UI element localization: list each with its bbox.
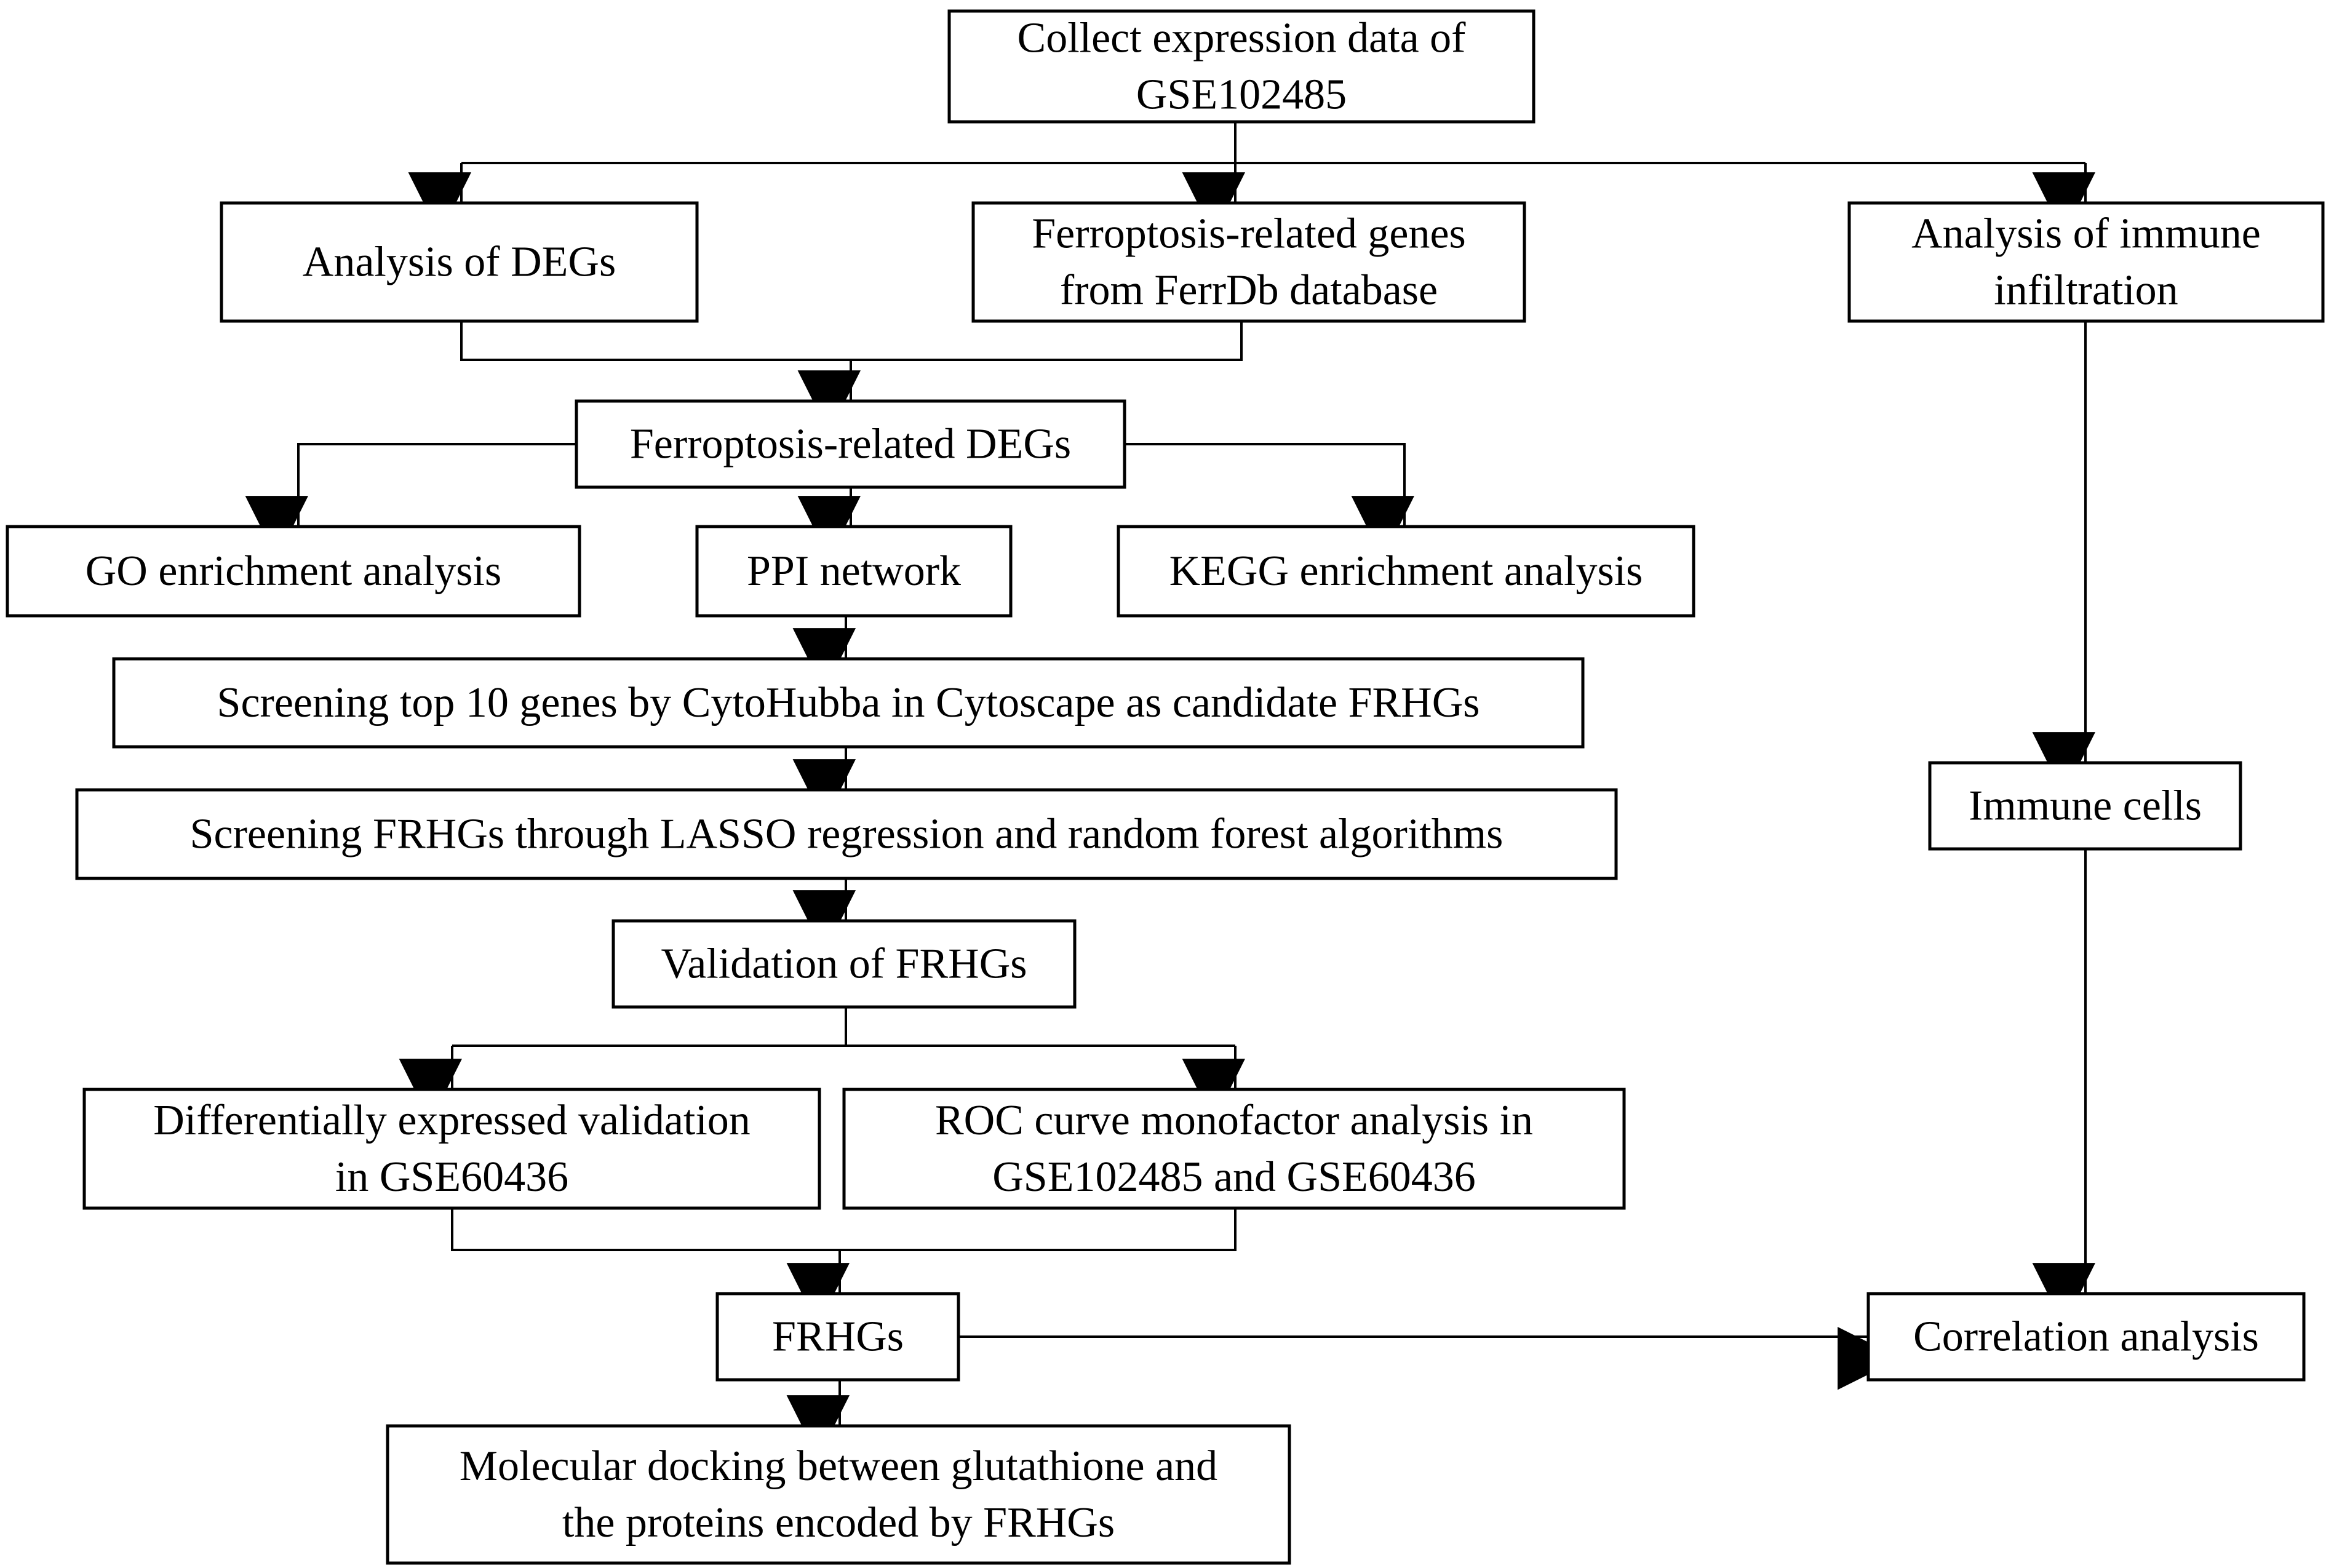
node-box: [6, 525, 581, 618]
node-docking: Molecular docking between glutathione an…: [386, 1424, 1291, 1565]
node-label: Analysis of DEGs: [303, 239, 616, 286]
nodes: Collect expression data of GSE102485Analy…: [6, 9, 2325, 1565]
node-box: [220, 201, 699, 323]
node-label: Molecular docking between glutathione an…: [460, 1443, 1217, 1490]
node-label: Validation of FRHGs: [661, 941, 1027, 988]
node-label: in GSE60436: [335, 1153, 568, 1201]
node-box: [611, 919, 1077, 1009]
node-box: [842, 1088, 1626, 1210]
node-box: [1117, 525, 1695, 618]
node-label: Ferroptosis-related genes: [1032, 210, 1466, 258]
node-label: Screening FRHGs through LASSO regression…: [190, 811, 1504, 858]
node-box: [82, 1088, 821, 1210]
node-label: Immune cells: [1969, 782, 2202, 830]
node-label: Correlation analysis: [1913, 1313, 2259, 1361]
node-label: Ferroptosis-related DEGs: [630, 421, 1071, 468]
node-ppi: PPI network: [695, 525, 1013, 618]
node-box: [386, 1424, 1291, 1565]
node-label: Collect expression data of: [1018, 15, 1467, 62]
node-box: [1866, 1292, 2306, 1382]
node-label: infiltration: [1994, 267, 2178, 314]
node-label: Analysis of immune: [1911, 210, 2261, 258]
arrow-fr-degs-to-go: [245, 443, 576, 559]
node-box: [1847, 201, 2325, 323]
node-immune-infil: Analysis of immune infiltration: [1847, 201, 2325, 323]
connectors: [245, 122, 2095, 1459]
node-box: [112, 657, 1585, 749]
node-fr-degs: Ferroptosis-related DEGs: [575, 399, 1126, 489]
node-label: FRHGs: [772, 1313, 904, 1361]
node-label: GSE102485 and GSE60436: [992, 1153, 1476, 1201]
node-box: [971, 201, 1526, 323]
node-label: GSE102485: [1136, 71, 1347, 119]
node-ferrdb: Ferroptosis-related genes from FerrDb dat…: [971, 201, 1526, 323]
node-label: the proteins encoded by FRHGs: [562, 1499, 1115, 1546]
node-label: Screening top 10 genes by CytoHubba in C…: [217, 679, 1480, 726]
node-label: ROC curve monofactor analysis in: [935, 1097, 1533, 1144]
node-top10: Screening top 10 genes by CytoHubba in C…: [112, 657, 1585, 749]
node-label: GO enrichment analysis: [86, 547, 501, 595]
node-go: GO enrichment analysis: [6, 525, 581, 618]
node-immune-cells: Immune cells: [1928, 761, 2242, 851]
node-box: [715, 1292, 960, 1382]
node-label: PPI network: [747, 547, 961, 595]
node-diffexp: Differentially expressed validation in GS…: [82, 1088, 821, 1210]
connector-merge-diffexp-roc: [451, 1208, 1237, 1251]
connector-merge-degs-ferrdb: [460, 321, 1243, 361]
node-degs: Analysis of DEGs: [220, 201, 699, 323]
node-correlation: Correlation analysis: [1866, 1292, 2306, 1382]
arrow-fr-degs-to-kegg: [1125, 443, 1414, 559]
node-label: from FerrDb database: [1060, 267, 1438, 314]
node-box: [947, 9, 1535, 124]
node-label: Differentially expressed validation: [153, 1097, 751, 1144]
node-box: [75, 788, 1618, 880]
node-box: [575, 399, 1126, 489]
node-roc: ROC curve monofactor analysis in GSE10248…: [842, 1088, 1626, 1210]
node-lasso: Screening FRHGs through LASSO regression…: [75, 788, 1618, 880]
node-frhgs: FRHGs: [715, 1292, 960, 1382]
node-kegg: KEGG enrichment analysis: [1117, 525, 1695, 618]
node-label: KEGG enrichment analysis: [1169, 547, 1643, 595]
node-box: [1928, 761, 2242, 851]
node-collect: Collect expression data of GSE102485: [947, 9, 1535, 124]
node-box: [695, 525, 1013, 618]
node-validation: Validation of FRHGs: [611, 919, 1077, 1009]
